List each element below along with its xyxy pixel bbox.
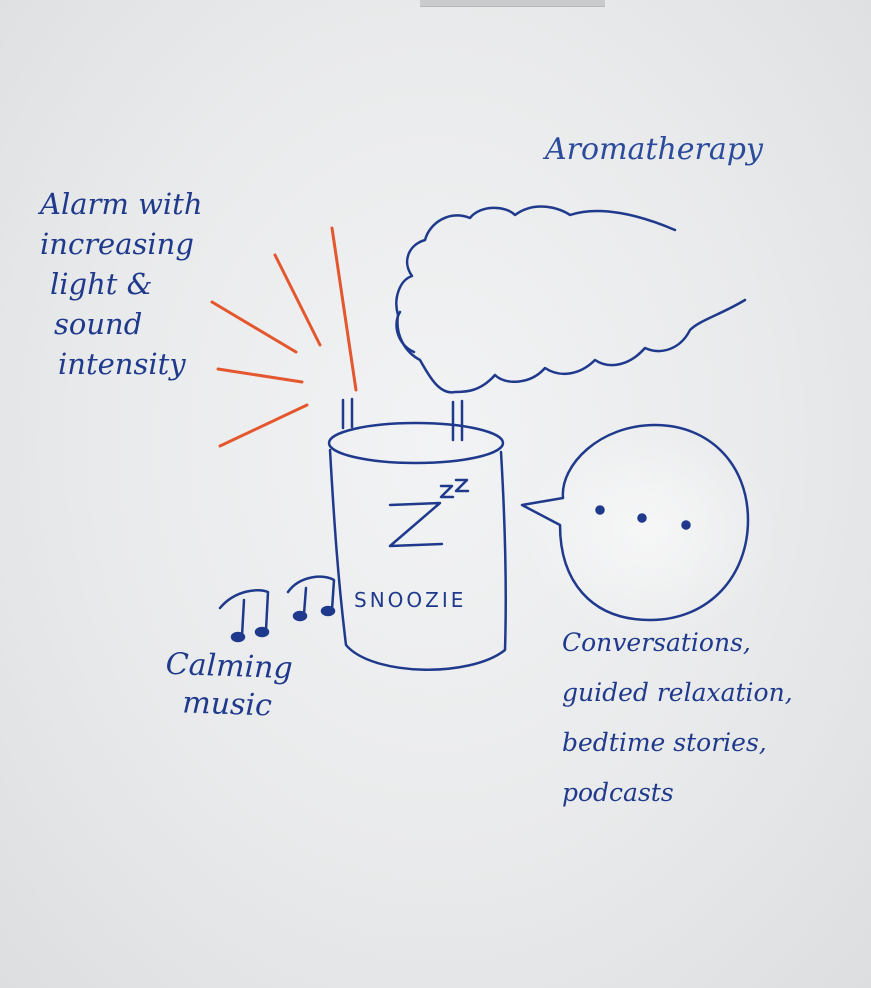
- note-line: intensity: [58, 347, 186, 381]
- alarm-ray: [218, 403, 309, 448]
- alarm-ray: [273, 253, 322, 347]
- aroma-cloud-icon: [395, 205, 747, 394]
- note-line: Aromatherapy: [545, 132, 763, 167]
- sleep-z-small-icon: [439, 484, 455, 499]
- note-line: Calming: [165, 646, 294, 687]
- note-line: bedtime stories,: [562, 728, 767, 757]
- sleep-z-icon: [388, 501, 444, 548]
- note-line: music: [181, 685, 273, 724]
- speech-dot: [637, 513, 647, 523]
- conversation-note: Conversations, guided relaxation, bedtim…: [562, 618, 793, 818]
- alarm-ray: [330, 226, 358, 392]
- sleep-z-small-icon: [454, 478, 470, 493]
- speech-bubble-icon: [520, 423, 750, 622]
- note-line: guided relaxation,: [562, 678, 793, 707]
- speech-dot: [681, 520, 691, 530]
- music-notes-icon: [218, 575, 336, 643]
- alarm-note: Alarm with increasing light & sound inte…: [40, 184, 203, 384]
- speech-dot: [595, 505, 605, 515]
- note-line: light &: [50, 267, 153, 301]
- snoozie-device: [327, 397, 508, 671]
- note-line: Alarm with: [40, 187, 203, 221]
- device-body: [328, 448, 508, 671]
- whiteboard-frame-edge: [420, 0, 605, 7]
- note-line: sound: [54, 307, 143, 341]
- note-line: Conversations,: [562, 628, 751, 657]
- note-line: increasing: [40, 227, 194, 261]
- note-line: podcasts: [562, 778, 674, 807]
- device-top: [327, 421, 505, 465]
- music-note: Calming music: [164, 646, 294, 726]
- alarm-rays: [210, 226, 358, 448]
- alarm-ray: [210, 300, 298, 354]
- alarm-ray: [216, 367, 304, 384]
- device-label: SNOOZIE: [354, 588, 467, 612]
- aromatherapy-note: Aromatherapy: [545, 130, 763, 170]
